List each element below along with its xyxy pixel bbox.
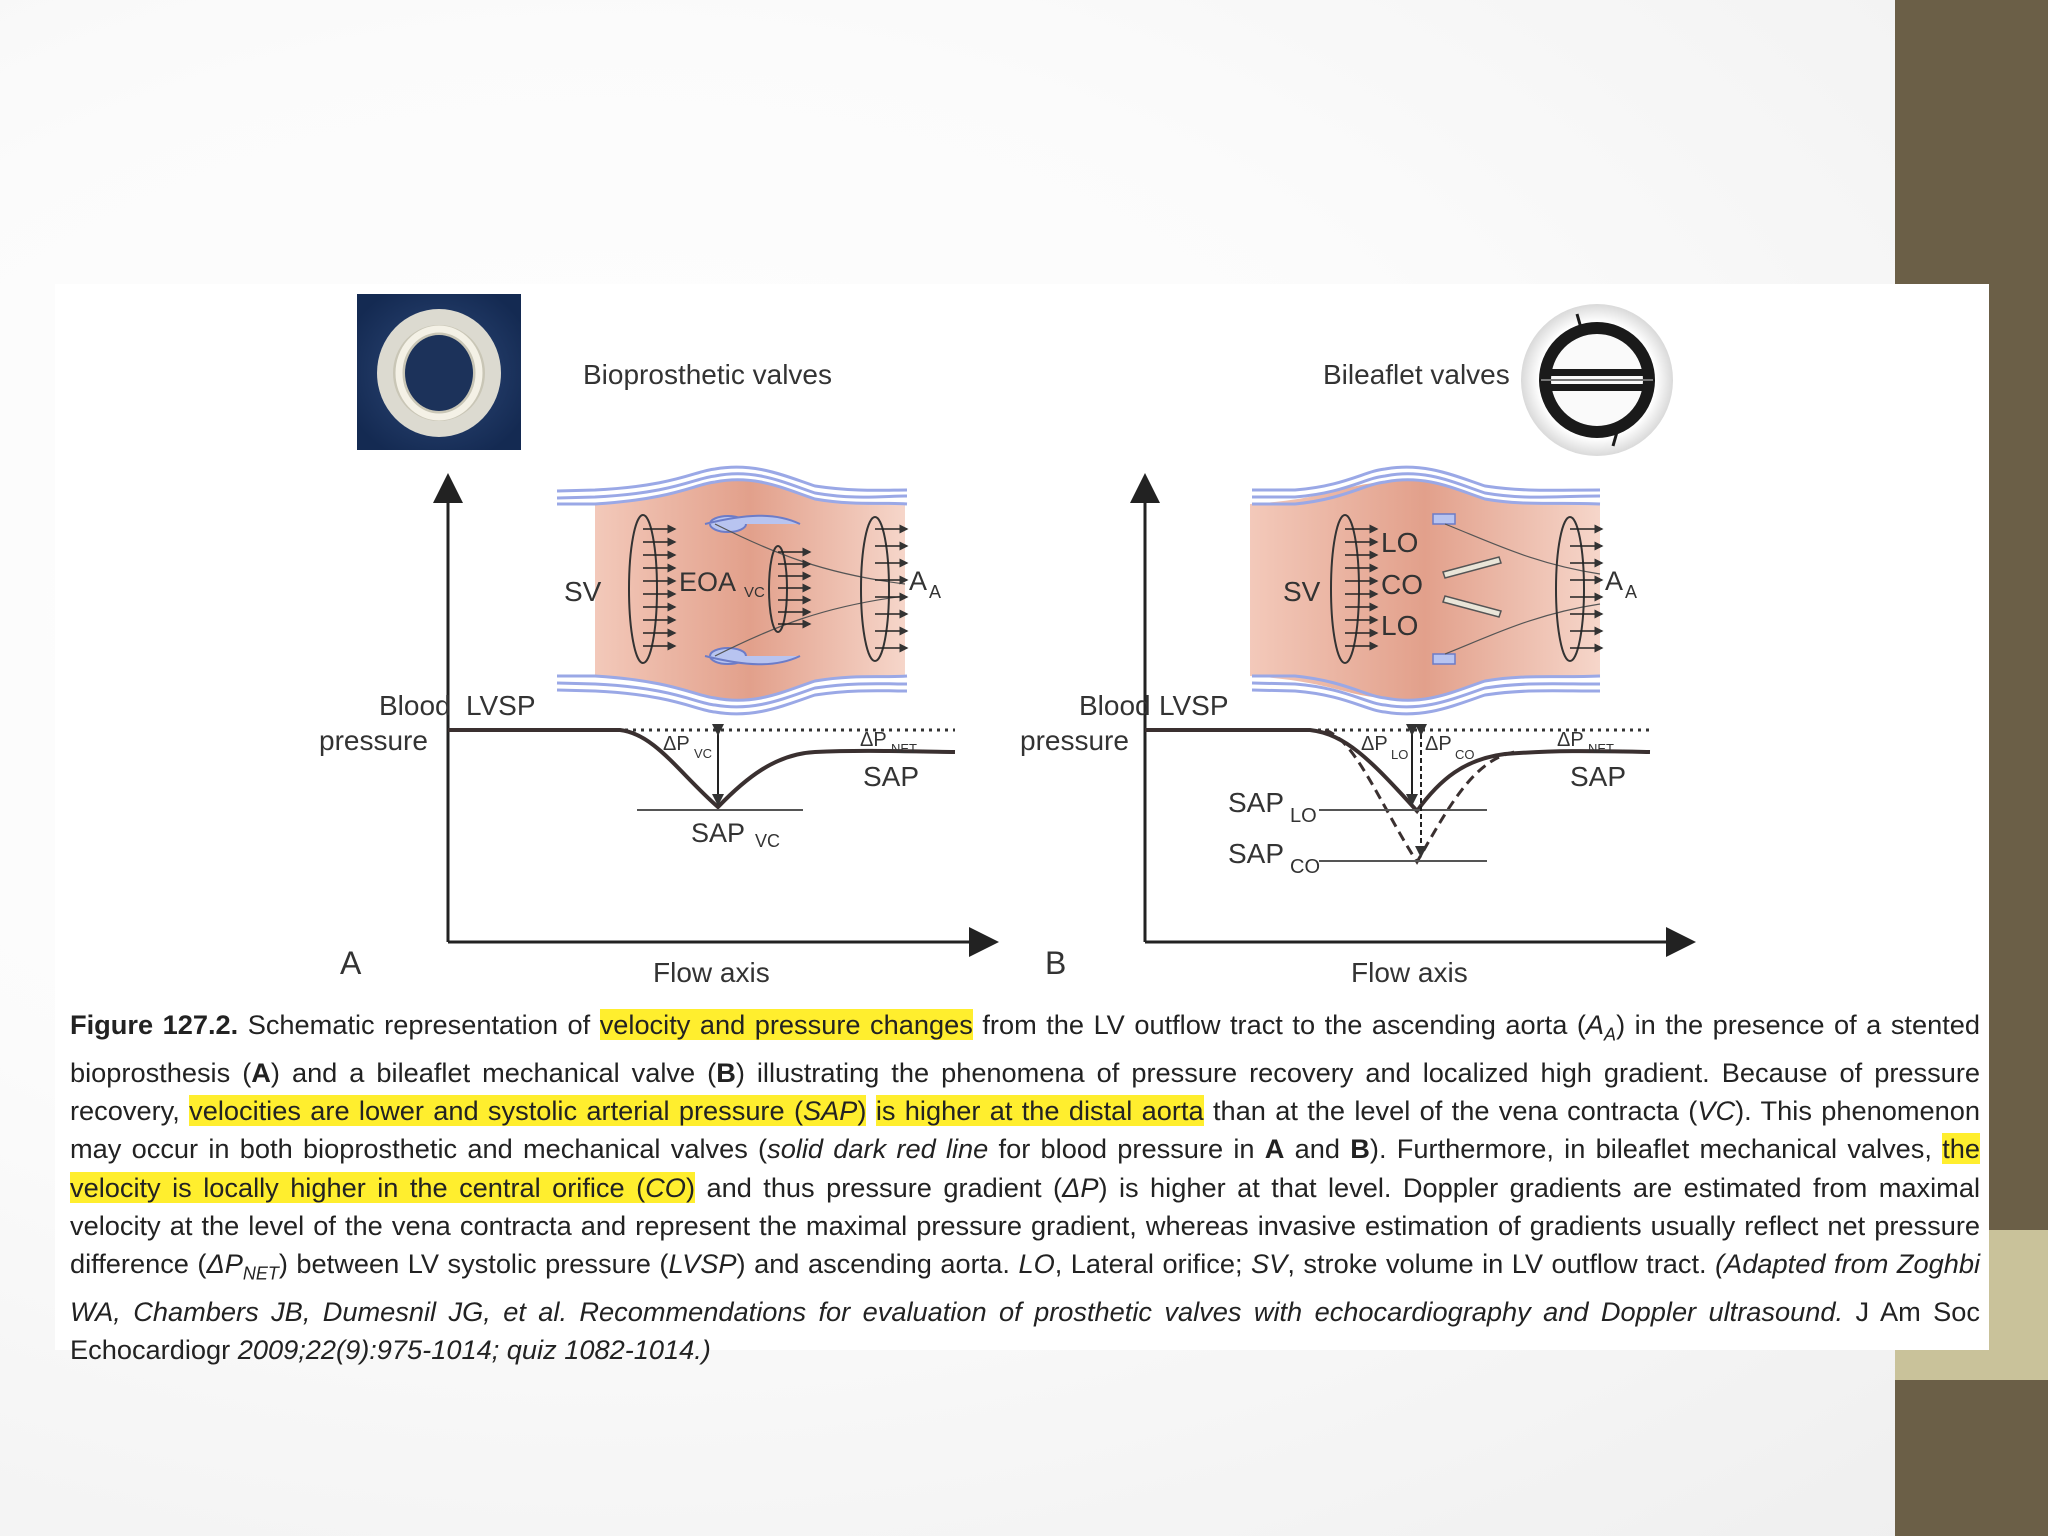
panel-b: Bileaflet valves (1020, 304, 1690, 988)
panel-a-ylabel-blood: Blood (379, 690, 451, 721)
panel-a-sv-label: SV (564, 576, 602, 607)
caption-italic: ΔP (206, 1248, 242, 1279)
panel-b-aa-label: A (1605, 566, 1623, 596)
bioprosthetic-valve-photo (357, 294, 521, 450)
panel-a-dpvc-label: ΔP (663, 733, 690, 755)
caption-highlight: CO (645, 1172, 686, 1203)
caption-subscript: NET (243, 1264, 279, 1284)
caption-text: , stroke volume in LV outflow tract. (1287, 1248, 1715, 1279)
panel-a-vessel: SV EOA VC A A (557, 467, 941, 714)
panel-a-sapvc-sub: VC (755, 831, 780, 851)
caption-italic: ΔP (1062, 1172, 1098, 1203)
panel-b-dpco-sub: CO (1455, 747, 1475, 762)
figure-caption: Figure 127.2. Schematic representation o… (70, 1006, 1980, 1370)
caption-bold: A (251, 1057, 271, 1088)
panel-a-aa-sub: A (929, 582, 941, 602)
caption-figure-label: Figure 127.2. (70, 1009, 238, 1040)
panel-b-title: Bileaflet valves (1323, 359, 1510, 390)
panel-b-dpco-label: ΔP (1425, 733, 1452, 755)
panel-a-letter: A (340, 945, 362, 981)
panel-a-dpnet-sub: NET (891, 741, 917, 756)
caption-italic: SV (1251, 1248, 1287, 1279)
caption-text: ) and a bileaflet mechanical valve ( (271, 1057, 716, 1088)
caption-highlight: is higher at the distal aorta (876, 1095, 1204, 1126)
panel-b-saplo-sub: LO (1290, 805, 1317, 827)
panel-b-aa-sub: A (1625, 582, 1637, 602)
panel-a-title: Bioprosthetic valves (583, 359, 832, 390)
caption-italic: LVSP (668, 1248, 736, 1279)
caption-italic: VC (1697, 1095, 1735, 1126)
panel-b-dplo-label: ΔP (1361, 733, 1388, 755)
panel-b-sapco-sub: CO (1290, 856, 1320, 878)
caption-text: than at the level of the vena contracta … (1204, 1095, 1698, 1126)
caption-bold: A (1265, 1133, 1285, 1164)
panel-a-eoa-label: EOA (679, 567, 736, 597)
panel-b-ylabel-blood: Blood (1079, 690, 1151, 721)
panel-b-dpnet-sub: NET (1588, 741, 1614, 756)
panel-b-lvsp-label: LVSP (1159, 690, 1229, 721)
panel-b-sap-label: SAP (1570, 761, 1626, 792)
caption-italic: LO (1018, 1248, 1054, 1279)
caption-highlight: ) (686, 1172, 695, 1203)
caption-bold: B (1350, 1133, 1370, 1164)
panel-b-lo-bottom-label: LO (1381, 610, 1418, 641)
caption-text: , Lateral orifice; (1055, 1248, 1251, 1279)
panel-a-xlabel: Flow axis (653, 957, 770, 988)
caption-subscript: A (1604, 1024, 1616, 1044)
caption-italic: A (1586, 1009, 1604, 1040)
panel-a-sapvc-label: SAP (691, 818, 745, 848)
panel-b-letter: B (1045, 945, 1066, 981)
panel-b-dpnet-label: ΔP (1557, 729, 1584, 751)
bileaflet-valve-photo (1521, 304, 1673, 456)
caption-text: and (1284, 1133, 1350, 1164)
panel-b-ylabel-pressure: pressure (1020, 725, 1129, 756)
valve-diagram: Bioprosthetic valves (55, 284, 1989, 1004)
caption-bold: B (716, 1057, 736, 1088)
caption-text: and thus pressure gradient ( (695, 1172, 1062, 1203)
panel-a-sap-label: SAP (863, 761, 919, 792)
panel-b-vessel: SV LO CO LO A A (1250, 467, 1637, 714)
panel-a: Bioprosthetic valves (319, 294, 993, 988)
figure-panel: Bioprosthetic valves (55, 284, 1989, 1350)
caption-text: Schematic representation of (238, 1009, 600, 1040)
panel-b-sv-label: SV (1283, 576, 1321, 607)
caption-highlight: SAP (803, 1095, 857, 1126)
panel-b-saplo-label: SAP (1228, 787, 1284, 818)
panel-b-co-label: CO (1381, 569, 1423, 600)
caption-italic: solid dark red line (767, 1133, 988, 1164)
caption-text: from the LV outflow tract to the ascendi… (973, 1009, 1586, 1040)
caption-text: ) between LV systolic pressure ( (279, 1248, 669, 1279)
panel-a-lvsp-label: LVSP (466, 690, 536, 721)
panel-b-dplo-sub: LO (1391, 747, 1408, 762)
panel-b-lo-top-label: LO (1381, 527, 1418, 558)
caption-highlight: velocities are lower and systolic arteri… (189, 1095, 803, 1126)
panel-a-eoa-sub: VC (744, 584, 765, 601)
panel-b-xlabel: Flow axis (1351, 957, 1468, 988)
caption-highlight: velocity and pressure changes (600, 1009, 973, 1040)
caption-text: ). Furthermore, in bileaflet mechanical … (1370, 1133, 1942, 1164)
caption-text: for blood pressure in (988, 1133, 1264, 1164)
panel-a-dpvc-sub: VC (694, 746, 712, 761)
panel-a-aa-label: A (909, 566, 927, 596)
panel-b-sapco-label: SAP (1228, 838, 1284, 869)
caption-citation: 2009;22(9):975-1014; quiz 1082-1014.) (238, 1334, 711, 1365)
caption-text (866, 1095, 875, 1126)
panel-a-ylabel-pressure: pressure (319, 725, 428, 756)
panel-a-dpnet-label: ΔP (860, 729, 887, 751)
caption-text: ) and ascending aorta. (737, 1248, 1019, 1279)
